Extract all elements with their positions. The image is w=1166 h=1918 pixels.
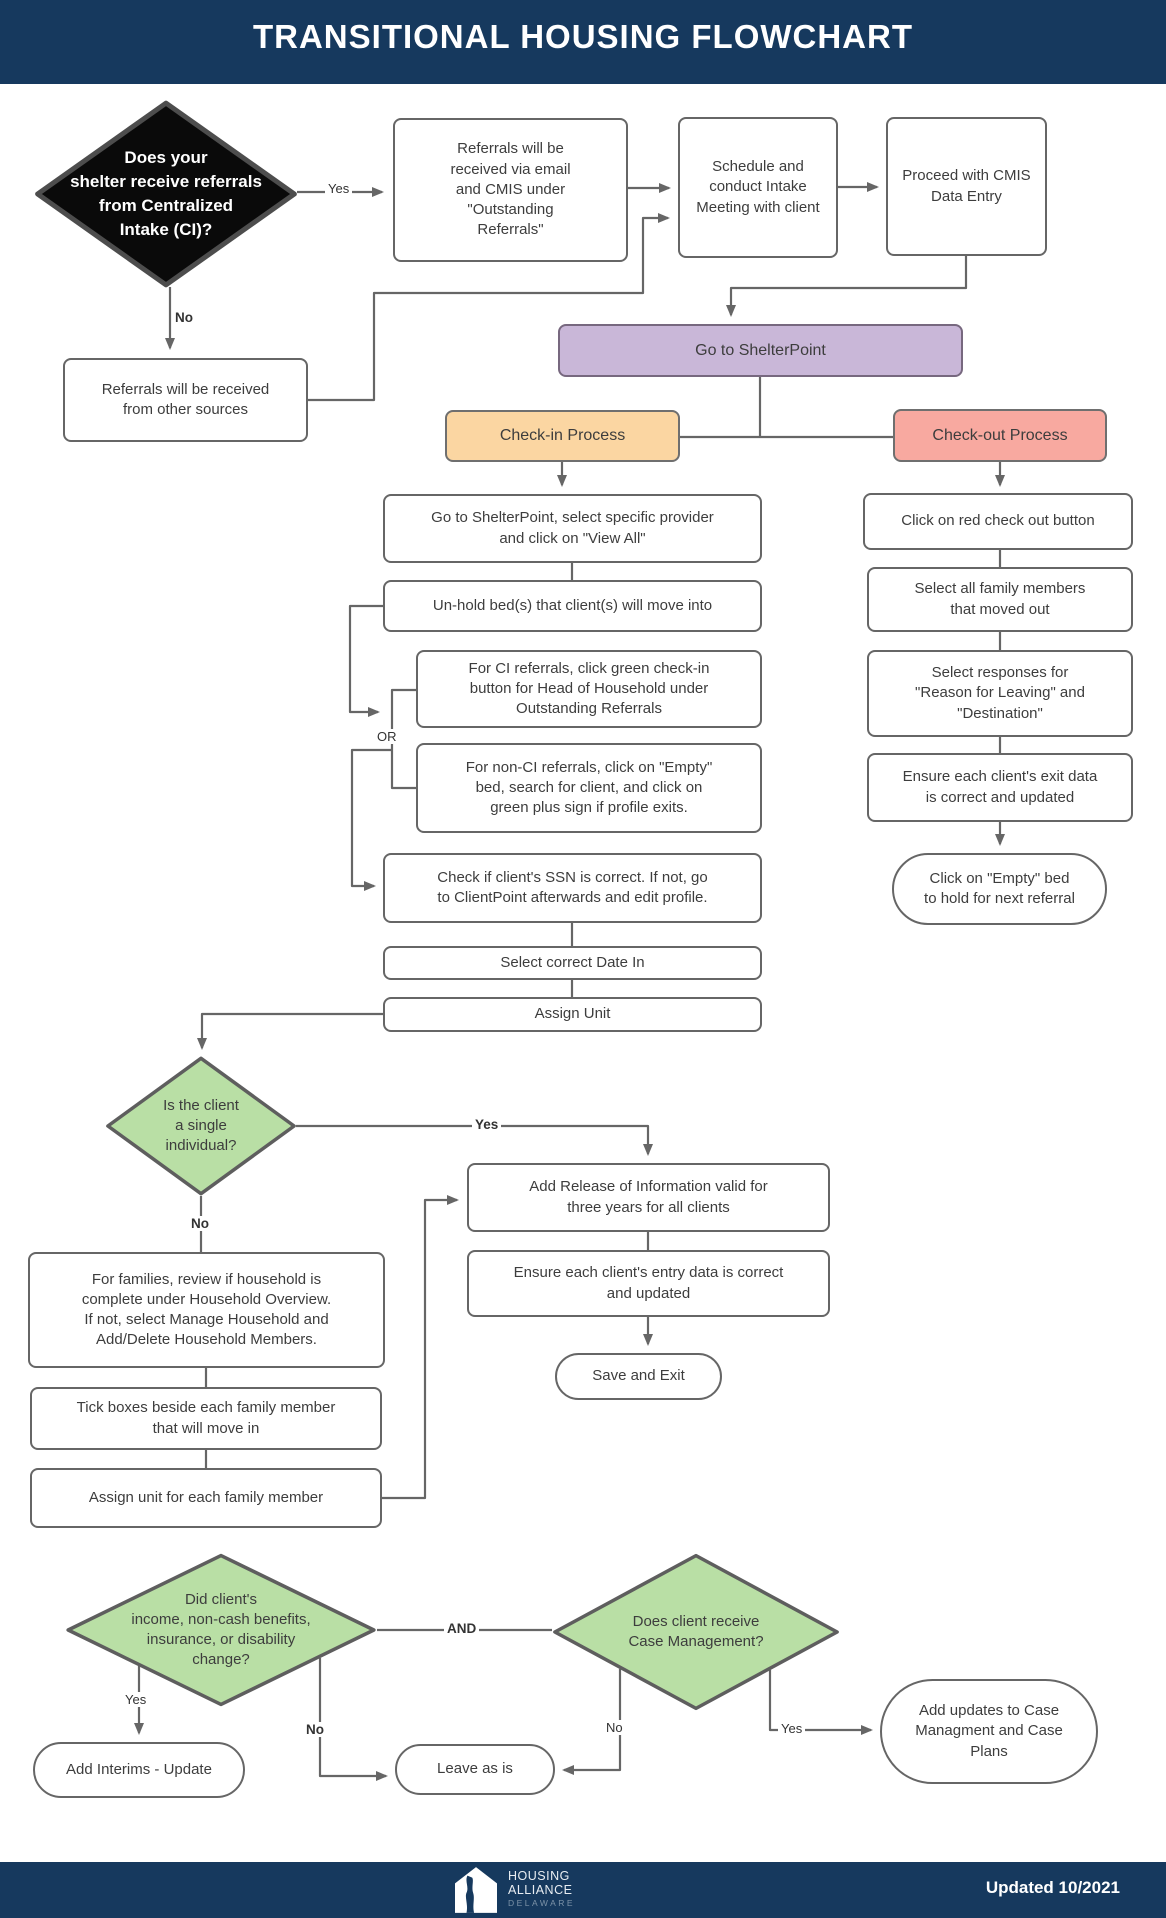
box-goto-shelterpoint: Go to ShelterPoint [558,324,963,377]
oval-leave-as-is: Leave as is [395,1744,555,1795]
box-reason-destination: Select responses for "Reason for Leaving… [867,650,1133,737]
decision-single-individual: Is the client a single individual? [106,1056,296,1196]
decision-case-management: Does client receive Case Management? [552,1553,840,1711]
box-date-in: Select correct Date In [383,946,762,980]
box-referrals-other: Referrals will be received from other so… [63,358,308,442]
decision-case-management-text: Does client receive Case Management? [628,1612,764,1650]
box-assign-unit-family: Assign unit for each family member [30,1468,382,1528]
decision-single-individual-text: Is the client a single individual? [163,1096,239,1155]
diamond-shape [35,100,297,288]
box-checkout-process: Check-out Process [893,409,1107,462]
edge-label-yes-casemgmt: Yes [778,1721,806,1736]
box-families-review: For families, review if household is com… [28,1252,385,1368]
org-line-delaware: DELAWARE [508,1897,576,1908]
edge-label-no-income: No [303,1722,327,1737]
box-select-family-members: Select all family members that moved out [867,567,1133,632]
box-red-checkout-button: Click on red check out button [863,493,1133,550]
edge-label-yes-ci: Yes [325,181,353,196]
org-name: HOUSING ALLIANCE DELAWARE [508,1869,575,1909]
diamond-shape [65,1553,377,1707]
edge-label-yes-income: Yes [122,1692,150,1707]
oval-empty-bed-hold: Click on "Empty" bed to hold for next re… [892,853,1107,925]
box-unhold-beds: Un-hold bed(s) that client(s) will move … [383,580,762,632]
box-exit-data: Ensure each client's exit data is correc… [867,753,1133,822]
oval-add-updates: Add updates to Case Managment and Case P… [880,1679,1098,1784]
box-view-all: Go to ShelterPoint, select specific prov… [383,494,762,563]
box-schedule-intake: Schedule and conduct Intake Meeting with… [678,117,838,258]
box-checkin-process: Check-in Process [445,410,680,462]
decision-ci-referrals-text: Does your shelter receive referrals from… [70,148,262,239]
box-proceed-cmis: Proceed with CMIS Data Entry [886,117,1047,256]
box-entry-data: Ensure each client's entry data is corre… [467,1250,830,1317]
housing-alliance-logo [455,1867,497,1913]
box-add-roi: Add Release of Information valid for thr… [467,1163,830,1232]
box-tick-boxes: Tick boxes beside each family member tha… [30,1387,382,1450]
box-non-ci-referrals: For non-CI referrals, click on "Empty" b… [416,743,762,833]
updated-date: Updated 10/2021 [985,1878,1120,1897]
edge-label-no-ci: No [172,310,196,325]
diamond-shape [552,1553,840,1711]
oval-add-interims: Add Interims - Update [33,1742,245,1798]
page-header: TRANSITIONAL HOUSING FLOWCHART [0,0,1166,84]
edge-label-and: AND [444,1621,480,1636]
decision-ci-referrals: Does your shelter receive referrals from… [35,100,297,288]
diamond-shape [106,1056,296,1196]
delaware-outline [465,1875,475,1913]
page-title: TRANSITIONAL HOUSING FLOWCHART [252,18,913,55]
edge-label-or: OR [374,729,400,744]
box-ci-referrals-checkin: For CI referrals, click green check-in b… [416,650,762,728]
edge-label-no-single: No [188,1216,212,1231]
box-check-ssn: Check if client's SSN is correct. If not… [383,853,762,923]
box-assign-unit: Assign Unit [383,997,762,1032]
edge-label-no-casemgmt: No [603,1720,626,1735]
edge-label-yes-single: Yes [472,1117,502,1132]
org-line-alliance: ALLIANCE [508,1883,573,1898]
decision-income-change: Did client's income, non-cash benefits, … [65,1553,377,1707]
oval-save-exit: Save and Exit [555,1353,722,1400]
decision-income-change-text: Did client's income, non-cash benefits, … [131,1590,311,1669]
org-line-housing: HOUSING [508,1869,570,1883]
page-footer: HOUSING ALLIANCE DELAWARE Updated 10/202… [0,1862,1166,1918]
box-referrals-ci: Referrals will be received via email and… [393,118,628,262]
